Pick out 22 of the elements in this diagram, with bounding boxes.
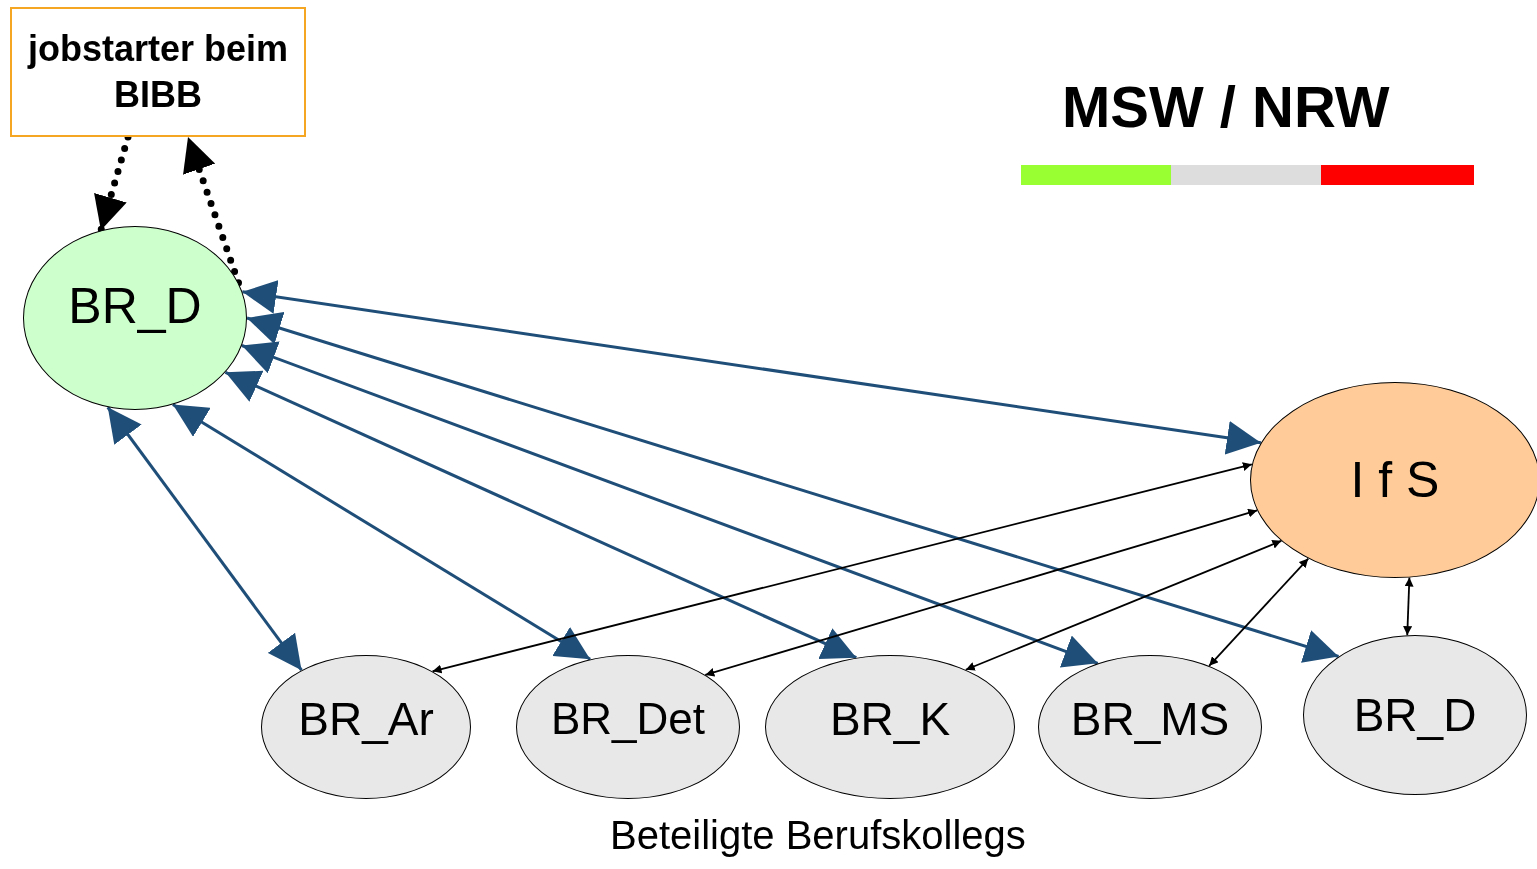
arrow	[106, 406, 303, 672]
arrow	[242, 280, 1262, 455]
node-label: BR_Det	[550, 693, 706, 745]
node-label: BR_D	[1353, 687, 1477, 743]
arrow	[246, 311, 1339, 663]
arrow	[241, 341, 1099, 668]
organization-box	[10, 7, 306, 137]
heading: MSW / NRW	[1062, 73, 1390, 141]
node-label: jobstarter beim BIBB	[26, 27, 290, 117]
arrow	[1208, 557, 1310, 667]
arrow	[224, 370, 857, 660]
arrow	[431, 462, 1253, 674]
arrow	[964, 539, 1283, 671]
node-label: BR_K	[829, 691, 951, 747]
node-label: BR_MS	[1070, 691, 1230, 747]
arrow	[172, 403, 591, 661]
node-label: I f S	[1350, 450, 1440, 510]
arrow	[1403, 576, 1414, 637]
arrow	[704, 508, 1259, 677]
node-label: BR_D	[68, 276, 202, 336]
group-caption: Beteiligte Berufskollegs	[610, 812, 1026, 859]
node-label: BR_Ar	[298, 691, 434, 747]
